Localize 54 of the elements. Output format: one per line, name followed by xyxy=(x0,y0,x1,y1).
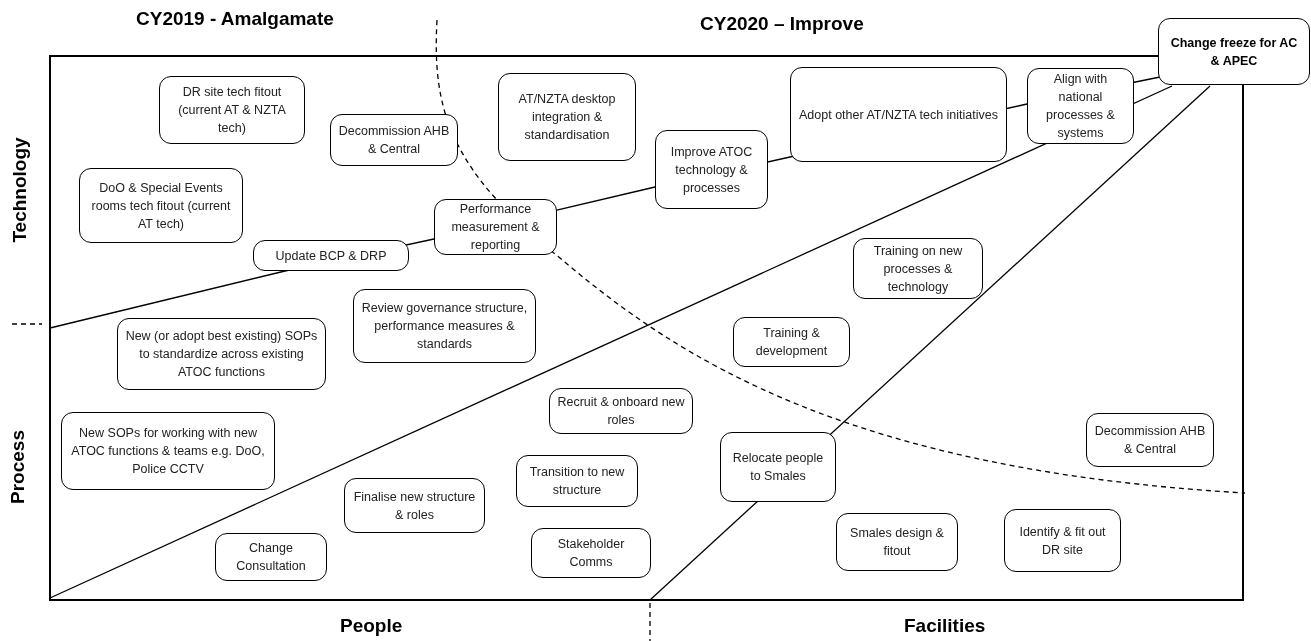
task-box xyxy=(1027,68,1134,144)
task-text: Recruit & onboard new roles xyxy=(556,394,686,429)
task-text: Smales design & fitout xyxy=(849,525,945,560)
task-text: DoO & Special Events rooms tech fitout (current AT tech) xyxy=(90,179,232,233)
column-heading: Facilities xyxy=(904,615,986,637)
period-heading: CY2019 - Amalgamate xyxy=(136,8,334,30)
task-box xyxy=(434,199,557,255)
task-text: DR site tech fitout (current AT & NZTA tech) xyxy=(177,84,287,137)
task-box xyxy=(655,130,768,209)
task-text: Align with national processes & systems xyxy=(1045,71,1116,142)
task-text: Decommission AHB & Central xyxy=(1093,423,1207,458)
task-box xyxy=(353,289,536,363)
task-box xyxy=(330,114,458,166)
task-box xyxy=(836,513,958,571)
row-heading: Technology xyxy=(9,137,31,243)
task-text: Transition to new structure xyxy=(528,464,626,499)
task-box xyxy=(117,318,326,390)
task-text: Relocate people to Smales xyxy=(731,450,825,485)
task-text: New (or adopt best existing) SOPs to standardize across existing ATOC functions xyxy=(124,328,319,381)
task-text: AT/NZTA desktop integration & standardisation xyxy=(517,91,617,144)
task-box xyxy=(1158,18,1310,85)
task-box xyxy=(61,412,275,490)
task-text: Performance measurement & reporting xyxy=(450,201,541,254)
task-box xyxy=(215,533,327,581)
task-box xyxy=(79,168,243,243)
task-box xyxy=(498,73,636,161)
task-box xyxy=(253,240,409,271)
task-text: Update BCP & DRP xyxy=(275,247,387,265)
task-box xyxy=(516,455,638,507)
task-text: Review governance structure, performance measures & standards xyxy=(360,300,529,353)
task-box xyxy=(1086,413,1214,467)
task-text: Training on new processes & technology xyxy=(872,242,964,296)
task-text: Improve ATOC technology & processes xyxy=(669,143,754,197)
task-box xyxy=(853,238,983,299)
task-text: Training & development xyxy=(754,325,829,360)
task-box xyxy=(733,317,850,367)
task-box xyxy=(159,76,305,144)
task-text: Change Consultation xyxy=(235,540,307,575)
task-text: Adopt other AT/NZTA tech initiatives xyxy=(799,106,998,124)
task-text: Finalise new structure & roles xyxy=(352,488,477,524)
task-box xyxy=(790,67,1007,162)
task-text: Identify & fit out DR site xyxy=(1018,523,1107,559)
task-box xyxy=(344,478,485,533)
row-heading: Process xyxy=(7,430,29,504)
task-text: Decommission AHB & Central xyxy=(337,123,451,158)
task-box xyxy=(549,388,693,434)
period-heading: CY2020 – Improve xyxy=(700,13,864,35)
task-text: New SOPs for working with new ATOC functions & teams e.g. DoO, Police CCTV xyxy=(70,425,266,478)
task-text: Stakeholder Comms xyxy=(556,536,626,571)
task-box xyxy=(1004,509,1121,572)
task-box xyxy=(720,432,836,502)
task-text: Change freeze for AC & APEC xyxy=(1169,34,1299,70)
task-box xyxy=(531,528,651,578)
column-heading: People xyxy=(340,615,403,637)
